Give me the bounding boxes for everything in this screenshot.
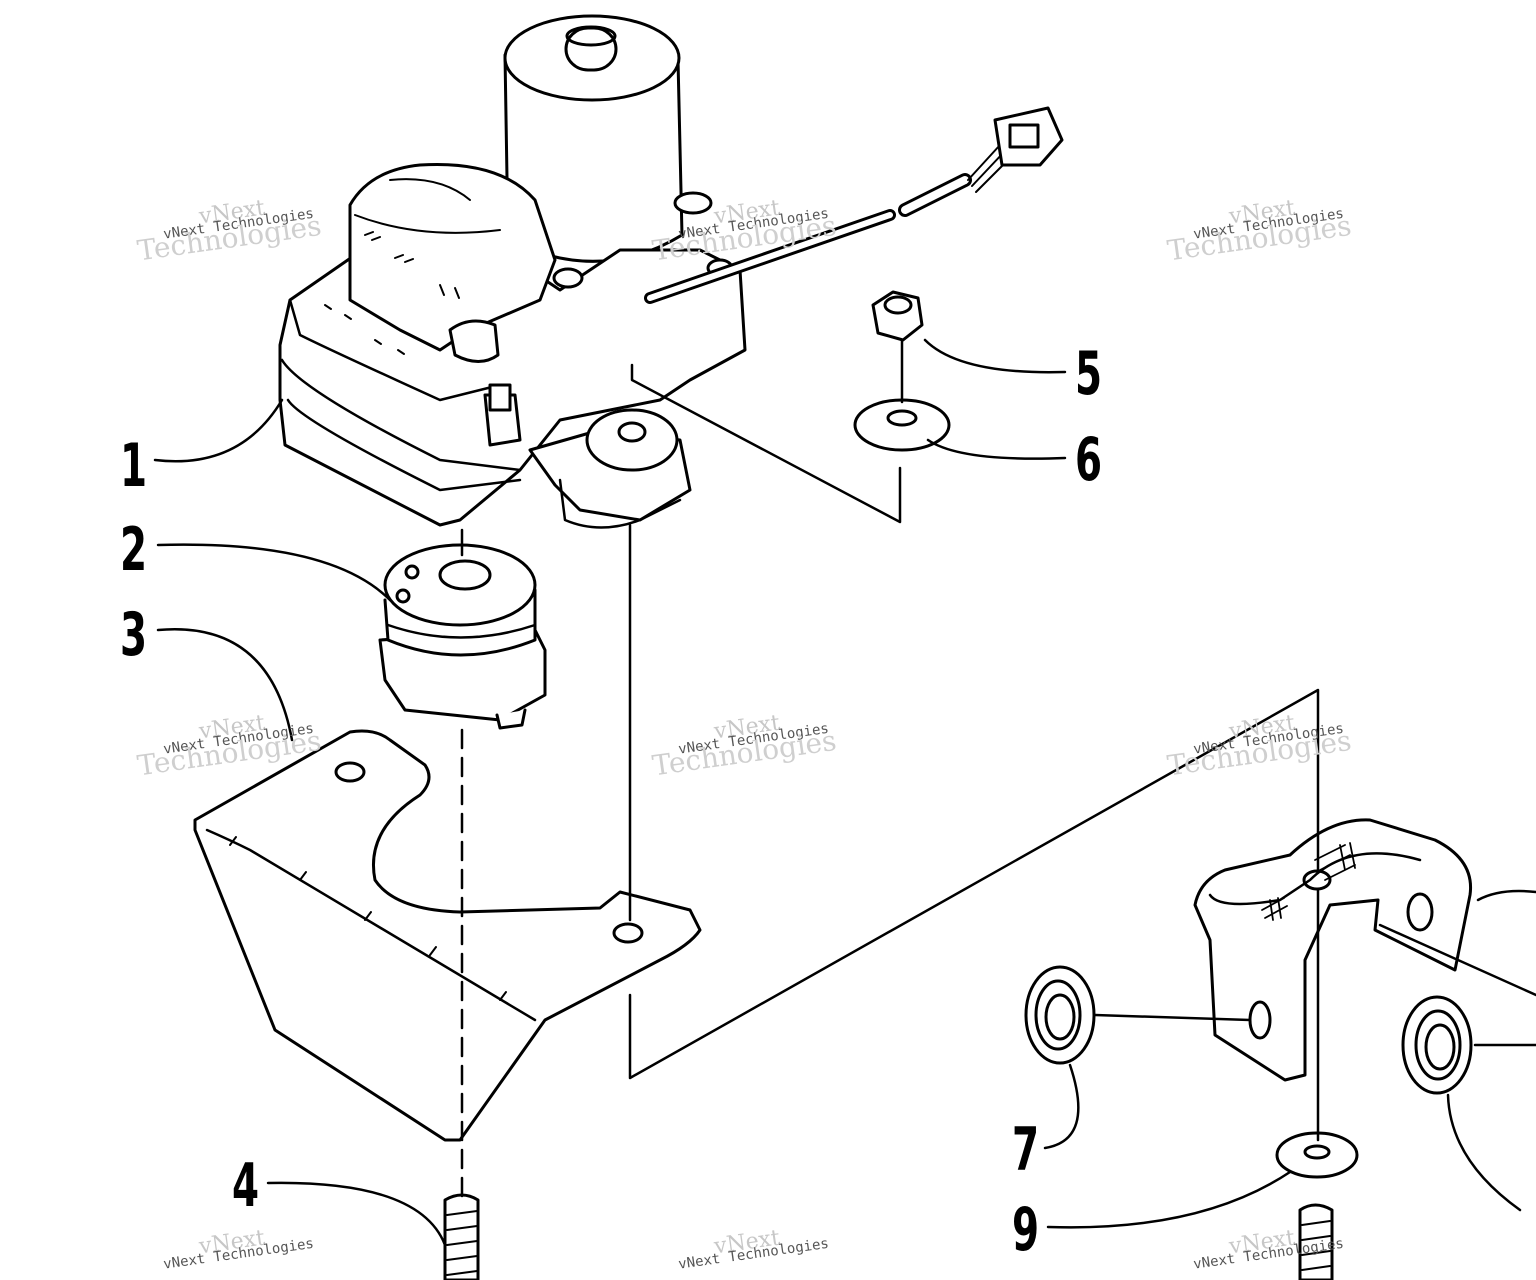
assembly-lines (460, 338, 1536, 1202)
washer-and-bolt (1275, 1131, 1359, 1280)
bushing-part (378, 543, 547, 730)
callout-1: 1 (120, 431, 148, 501)
stud-bolt (443, 1193, 480, 1280)
callout-4: 4 (232, 1151, 260, 1221)
callout-7: 7 (1012, 1115, 1040, 1185)
callout-3: 3 (120, 600, 148, 670)
lock-nut (871, 290, 924, 342)
right-mounting-bracket (1193, 818, 1536, 1082)
callout-6: 6 (1075, 425, 1103, 495)
flat-washer (853, 398, 951, 452)
callout-2: 2 (120, 515, 148, 585)
actuator-motor-assembly (278, 14, 1064, 529)
callout-5: 5 (1075, 339, 1103, 409)
callout-9: 9 (1012, 1195, 1040, 1265)
mounting-bracket (193, 729, 702, 1142)
leader-lines (153, 338, 1522, 1247)
